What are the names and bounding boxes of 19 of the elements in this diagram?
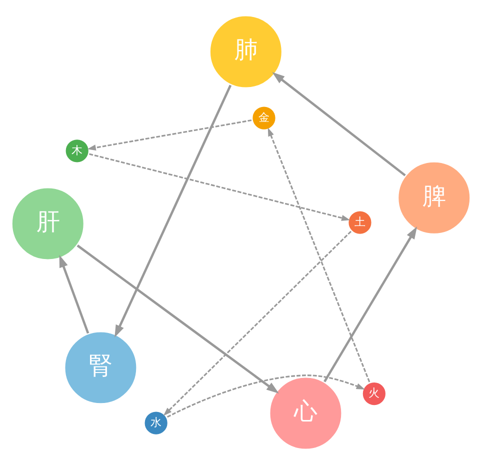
arrow [163,230,352,416]
node-circle: 火 [360,380,388,407]
node-circle: 金 [250,104,278,132]
node-circle: 土 [346,208,374,236]
node-circle: 肝 [10,185,86,262]
arrow [324,226,418,382]
node-circle: 木 [63,136,91,164]
node-circle: 脾 [396,160,472,236]
arrow [272,72,406,176]
arrow [87,118,252,150]
node-circle: 水 [142,408,170,436]
arrow [114,84,232,338]
node-circle: 腎 [62,329,139,406]
arrow [268,127,370,382]
arrow [59,254,90,334]
arrow [76,244,279,394]
arrow [89,152,350,220]
node-circle: 心 [268,374,344,451]
arrow [166,374,365,418]
